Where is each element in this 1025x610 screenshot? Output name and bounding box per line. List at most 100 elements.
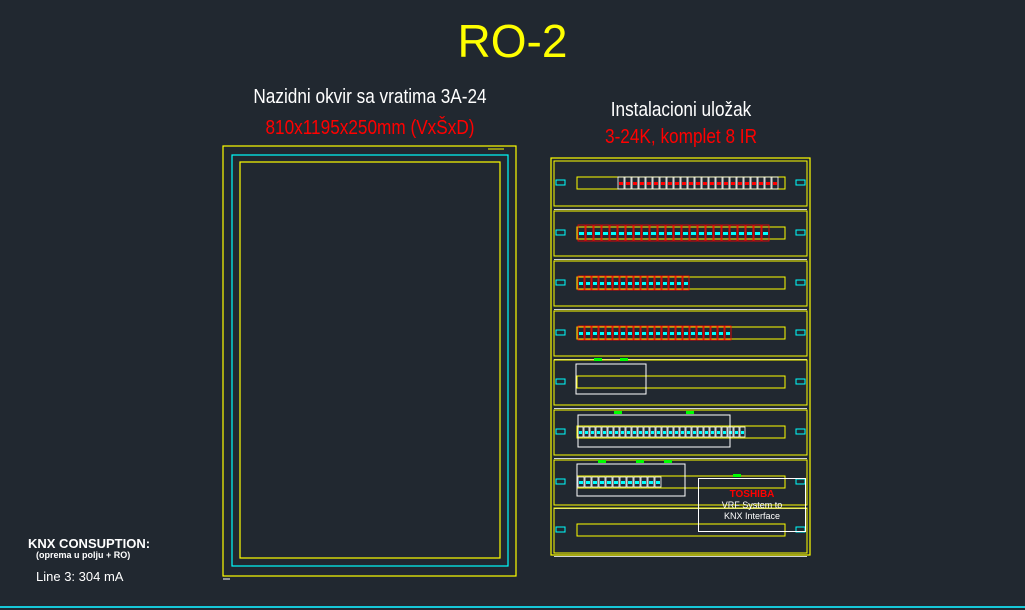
din-module-indicator [579,282,583,285]
din-module [617,224,626,242]
din-rail [576,276,786,290]
device-led [636,460,644,463]
din-module-indicator [763,232,768,235]
din-module-indicator [607,332,611,335]
din-module [631,176,639,190]
din-module [633,325,641,341]
din-module-indicator [647,182,651,185]
din-module-indicator [675,232,680,235]
din-module [715,426,722,438]
din-module [761,224,770,242]
din-module [691,426,698,438]
din-module [673,224,682,242]
din-module-indicator [603,431,606,434]
din-module-indicator [611,232,616,235]
bottom-border-line [0,606,1025,608]
din-module-indicator [677,282,681,285]
din-module [591,275,599,291]
din-module-indicator [607,282,611,285]
din-module-indicator [675,182,679,185]
rail-clip-right [795,329,806,336]
din-module [736,176,744,190]
din-module-indicator [731,182,735,185]
din-module [605,275,613,291]
din-module [577,325,585,341]
insert-row [553,210,808,257]
installation-insert [550,157,811,557]
din-module [705,224,714,242]
din-module-indicator [696,182,700,185]
din-module-indicator [684,332,688,335]
din-module [724,325,732,341]
din-module [649,426,656,438]
din-module-indicator [659,232,664,235]
din-module [673,176,681,190]
row-separator [554,209,807,210]
din-module [675,325,683,341]
rail-clip-left [555,329,566,336]
din-module [598,275,606,291]
din-module-indicator [656,332,660,335]
din-module-indicator [586,282,590,285]
din-module [626,325,634,341]
din-module [584,325,592,341]
frame-dimensions: 810x1195x250mm (VxŠxD) [265,117,475,139]
din-module-indicator [735,431,738,434]
din-module [655,426,662,438]
din-module [626,275,634,291]
din-module [601,426,608,438]
din-rail [576,375,786,389]
din-module [612,476,620,488]
din-module-indicator [723,232,728,235]
din-module-indicator [579,232,584,235]
din-module [703,426,710,438]
drawing-title: RO-2 [457,15,568,67]
din-module-indicator [593,481,597,484]
din-module [687,176,695,190]
din-module [679,426,686,438]
din-module-indicator [597,431,600,434]
din-module [605,476,613,488]
din-module [667,426,674,438]
din-module [647,325,655,341]
din-module [593,224,602,242]
din-module-indicator [661,182,665,185]
din-module-indicator [745,182,749,185]
din-module-indicator [710,182,714,185]
insert-row [553,507,808,554]
din-module [703,325,711,341]
din-module-indicator [626,182,630,185]
din-module [633,476,641,488]
din-module-indicator [628,481,632,484]
din-module [641,224,650,242]
din-module [721,224,730,242]
din-module-indicator [621,282,625,285]
din-module [577,224,586,242]
din-module [617,176,625,190]
din-module-indicator [586,481,590,484]
device-led [614,411,622,414]
din-module-indicator [633,182,637,185]
din-module [637,426,644,438]
din-module [654,325,662,341]
din-module-indicator [600,481,604,484]
din-module [647,476,655,488]
rail-clip-left [555,478,566,485]
din-module [771,176,779,190]
knx-device [575,363,647,395]
din-module [661,426,668,438]
din-module [631,426,638,438]
din-module [640,325,648,341]
din-module [591,325,599,341]
din-module-indicator [621,431,624,434]
din-module-indicator [687,431,690,434]
din-module-indicator [649,282,653,285]
din-module-indicator [579,332,583,335]
din-module-indicator [683,232,688,235]
device-led [686,411,694,414]
din-module-indicator [668,182,672,185]
din-module-indicator [595,232,600,235]
din-module-indicator [628,282,632,285]
din-module-indicator [684,282,688,285]
device-led [733,474,741,477]
